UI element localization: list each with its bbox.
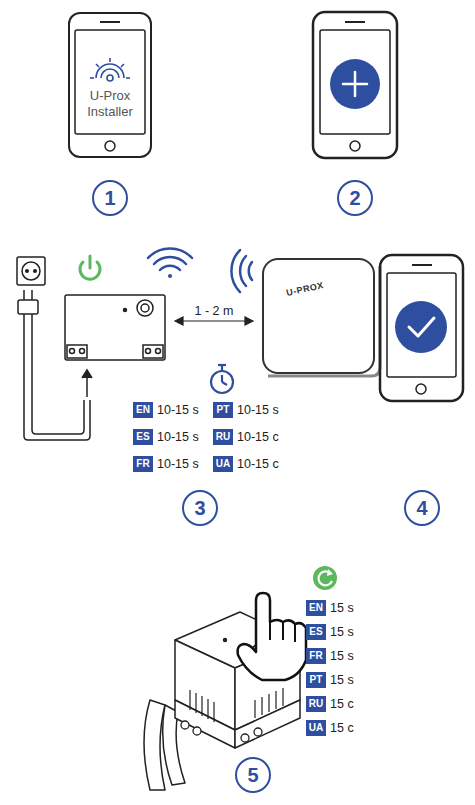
language-code: FR (136, 459, 149, 469)
hand (238, 593, 306, 680)
vents (190, 688, 283, 722)
time-label: 10-15 c (237, 456, 279, 472)
language-badge: FR (306, 648, 326, 664)
phone-details (75, 22, 145, 151)
socket-icon (17, 257, 45, 285)
language-code: RU (216, 432, 230, 442)
phone-2 (313, 12, 397, 158)
language-code: EN (136, 405, 150, 415)
language-badge: PT (213, 402, 233, 418)
language-badge: ES (306, 624, 326, 640)
time-label: 10-15 s (157, 456, 199, 472)
gear-icon (90, 58, 130, 81)
language-code: ES (309, 627, 322, 637)
language-badge: ES (133, 429, 153, 445)
language-badge: UA (306, 720, 326, 736)
language-badge: RU (306, 696, 326, 712)
language-badge: EN (306, 600, 326, 616)
power-icon (80, 256, 100, 279)
time-label: 15 s (330, 672, 354, 688)
time-label: 15 s (330, 600, 354, 616)
language-badge: PT (306, 672, 326, 688)
step-number: 4 (404, 490, 440, 526)
time-label: 10-15 s (157, 429, 199, 445)
phone-3 (380, 255, 463, 401)
app-phone: U-Prox Installer (68, 12, 152, 158)
step-number: 3 (182, 490, 218, 526)
distance-label: 1 - 2 m (193, 303, 236, 319)
language-code: PT (217, 405, 230, 415)
language-code: PT (310, 675, 323, 685)
language-code: FR (309, 651, 322, 661)
wifi-icon (148, 248, 192, 278)
node-text: U-PROX (285, 280, 324, 298)
time-label: 10-15 s (157, 402, 199, 418)
callout-number: 3 (194, 498, 205, 518)
time-label: 15 c (330, 720, 354, 736)
time-label: 10-15 s (237, 402, 279, 418)
language-badge: FR (133, 456, 153, 472)
wifi-icon-hub (231, 250, 252, 292)
language-code: ES (136, 432, 149, 442)
step-number: 1 (92, 180, 128, 216)
language-code: UA (216, 459, 230, 469)
language-code: EN (309, 603, 323, 613)
add-icon (330, 59, 380, 109)
time-label: 15 s (330, 624, 354, 640)
reset-icon (313, 566, 337, 590)
hub-device: U-PROX (262, 258, 375, 374)
relay-device (65, 295, 165, 360)
check-icon (395, 301, 447, 353)
time-label: 15 s (330, 648, 354, 664)
step-number: 5 (235, 757, 271, 793)
language-badge: RU (213, 429, 233, 445)
power-cable (18, 290, 92, 440)
language-badge: EN (133, 402, 153, 418)
step-number: 2 (337, 180, 373, 216)
callout-number: 1 (104, 188, 115, 208)
node-text: U-Prox Installer (77, 88, 143, 120)
callout-number: 2 (349, 188, 360, 208)
language-badge: UA (213, 456, 233, 472)
callout-number: 5 (247, 765, 258, 785)
callout-number: 4 (416, 498, 427, 518)
language-code: UA (309, 723, 323, 733)
stopwatch-icon (211, 365, 233, 393)
time-label: 10-15 c (237, 429, 279, 445)
language-code: RU (309, 699, 323, 709)
time-label: 15 c (330, 696, 354, 712)
